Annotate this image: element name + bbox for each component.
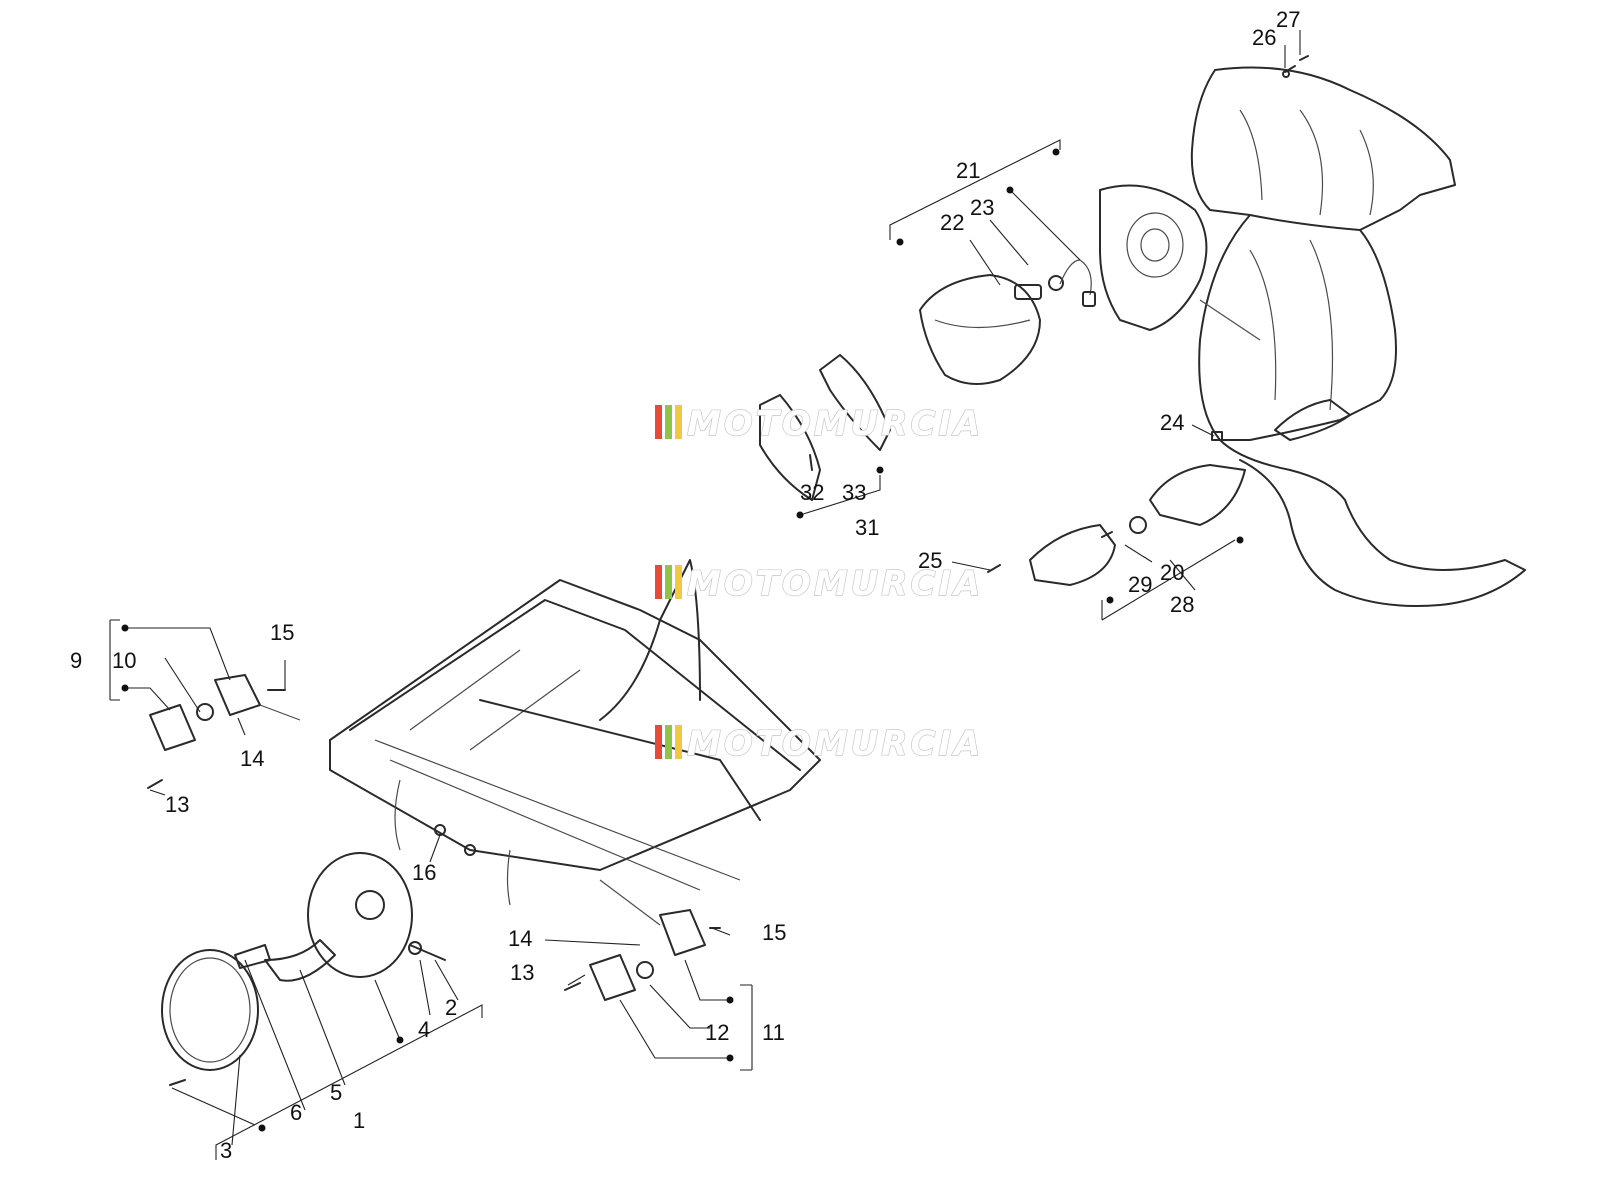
watermark-stripe-yellow <box>675 565 682 599</box>
turn-signal-left-9[interactable] <box>149 674 301 751</box>
leader-lines <box>109 30 1301 1160</box>
front-turn-signal-right[interactable] <box>1029 464 1246 586</box>
label-24[interactable]: 24 <box>1160 410 1184 435</box>
watermark-3: MOTOMURCIA <box>655 723 983 765</box>
label-21[interactable]: 21 <box>956 158 980 183</box>
label-5[interactable]: 5 <box>330 1080 342 1105</box>
watermark-stripe-green <box>665 725 672 759</box>
label-20[interactable]: 20 <box>1160 560 1184 585</box>
round-headlight-assembly[interactable] <box>161 852 446 1071</box>
turn-signal-cover-left[interactable] <box>759 354 891 501</box>
label-10[interactable]: 10 <box>112 648 136 673</box>
label-14b[interactable]: 14 <box>508 926 532 951</box>
headlight-housing[interactable] <box>1099 184 1208 331</box>
label-31[interactable]: 31 <box>855 515 879 540</box>
label-15a[interactable]: 15 <box>270 620 294 645</box>
label-25[interactable]: 25 <box>918 548 942 573</box>
watermark-stripe-red <box>655 405 662 439</box>
watermark-text: MOTOMURCIA <box>687 724 983 764</box>
label-13a[interactable]: 13 <box>165 792 189 817</box>
screws-and-fasteners <box>147 55 1309 1086</box>
watermark-text: MOTOMURCIA <box>687 404 983 444</box>
label-16[interactable]: 16 <box>412 860 436 885</box>
callout-dots <box>121 148 1244 1132</box>
label-14a[interactable]: 14 <box>240 746 264 771</box>
watermark-stripe-yellow <box>675 725 682 759</box>
turn-signal-right-11[interactable] <box>589 879 706 1001</box>
part-number-labels: 27 26 21 23 22 24 32 33 31 25 20 29 28 1… <box>70 7 1300 1163</box>
watermark-text: MOTOMURCIA <box>687 564 983 604</box>
headlight-bulb[interactable] <box>1014 259 1096 307</box>
label-2[interactable]: 2 <box>445 995 457 1020</box>
watermark-1: MOTOMURCIA <box>655 403 983 445</box>
label-23[interactable]: 23 <box>970 195 994 220</box>
label-12[interactable]: 12 <box>705 1020 729 1045</box>
label-6[interactable]: 6 <box>290 1100 302 1125</box>
label-1[interactable]: 1 <box>353 1108 365 1133</box>
watermark-2: MOTOMURCIA <box>655 563 983 605</box>
watermark-stripe-red <box>655 565 662 599</box>
watermark-stripe-green <box>665 405 672 439</box>
label-4[interactable]: 4 <box>418 1017 430 1042</box>
label-33[interactable]: 33 <box>842 480 866 505</box>
front-shield-body[interactable] <box>1190 66 1526 607</box>
label-32[interactable]: 32 <box>800 480 824 505</box>
watermark-stripe-red <box>655 725 662 759</box>
label-3[interactable]: 3 <box>220 1138 232 1163</box>
label-11[interactable]: 11 <box>762 1020 785 1045</box>
watermark-stripe-yellow <box>675 405 682 439</box>
label-13b[interactable]: 13 <box>510 960 534 985</box>
label-22[interactable]: 22 <box>940 210 964 235</box>
label-28[interactable]: 28 <box>1170 592 1194 617</box>
label-26[interactable]: 26 <box>1252 25 1276 50</box>
label-27[interactable]: 27 <box>1276 7 1300 32</box>
label-9[interactable]: 9 <box>70 648 82 673</box>
label-15b[interactable]: 15 <box>762 920 786 945</box>
label-29[interactable]: 29 <box>1128 572 1152 597</box>
headlight-lens[interactable] <box>919 274 1041 385</box>
watermark-stripe-green <box>665 565 672 599</box>
front-rack[interactable] <box>329 559 821 906</box>
